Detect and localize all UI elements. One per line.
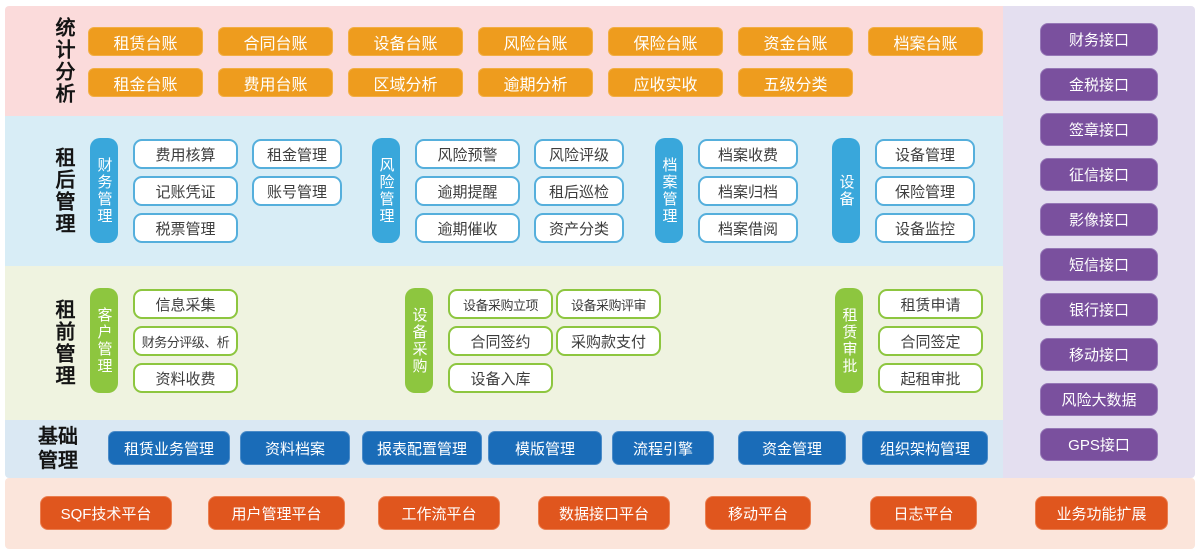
platform-item[interactable]: 用户管理平台 [208,496,345,530]
pre-lease-item[interactable]: 租赁申请 [878,289,983,319]
section-post-lease-label: 租后管理 [52,147,74,235]
stats-item[interactable]: 风险台账 [478,27,593,56]
tab-equipment-purchase[interactable]: 设备采购 [405,288,433,393]
post-lease-item[interactable]: 档案归档 [698,176,798,206]
base-item[interactable]: 租赁业务管理 [108,431,230,465]
section-base-label: 基础管理 [38,426,78,472]
platform-item[interactable]: 数据接口平台 [538,496,670,530]
pre-lease-item[interactable]: 合同签定 [878,326,983,356]
platform-item[interactable]: 业务功能扩展 [1035,496,1168,530]
post-lease-item[interactable]: 资产分类 [534,213,624,243]
pre-lease-item[interactable]: 起租审批 [878,363,983,393]
stats-item[interactable]: 档案台账 [868,27,983,56]
platform-item[interactable]: 移动平台 [705,496,811,530]
post-lease-item[interactable]: 账号管理 [252,176,342,206]
section-interfaces: 财务接口 金税接口 签章接口 征信接口 影像接口 短信接口 银行接口 移动接口 … [1003,6,1195,478]
pre-lease-item[interactable]: 采购款支付 [556,326,661,356]
base-item[interactable]: 流程引擎 [612,431,714,465]
stats-row-1: 租赁台账 合同台账 设备台账 风险台账 保险台账 资金台账 档案台账 [88,27,983,56]
interface-item[interactable]: 影像接口 [1040,203,1158,236]
section-pre-lease-label: 租前管理 [52,299,74,387]
pre-lease-item[interactable]: 财务分评级、析 [133,326,238,356]
post-lease-item[interactable]: 费用核算 [133,139,238,169]
stats-row-2: 租金台账 费用台账 区域分析 逾期分析 应收实收 五级分类 [88,68,853,97]
group-finance-mgmt: 财务管理 费用核算 租金管理 记账凭证 账号管理 税票管理 [90,138,342,243]
stats-item[interactable]: 设备台账 [348,27,463,56]
tab-finance-mgmt[interactable]: 财务管理 [90,138,118,243]
tab-risk-mgmt[interactable]: 风险管理 [372,138,400,243]
pre-lease-item[interactable]: 设备采购立项 [448,289,553,319]
section-stats-label: 统计分析 [52,17,74,105]
post-lease-item[interactable]: 逾期催收 [415,213,520,243]
pre-lease-item[interactable]: 资料收费 [133,363,238,393]
stats-item[interactable]: 逾期分析 [478,68,593,97]
stats-item[interactable]: 五级分类 [738,68,853,97]
pre-lease-item[interactable]: 合同签约 [448,326,553,356]
tab-equipment[interactable]: 设备 [832,138,860,243]
group-lease-approval: 租赁审批 租赁申请 合同签定 起租审批 [835,288,983,393]
stats-item[interactable]: 应收实收 [608,68,723,97]
pre-lease-item[interactable]: 设备入库 [448,363,553,393]
interface-item[interactable]: 短信接口 [1040,248,1158,281]
section-pre-lease: 租前管理 客户管理 信息采集 财务分评级、析 资料收费 设备采购 设备采购立项 … [5,266,1003,420]
group-customer-mgmt: 客户管理 信息采集 财务分评级、析 资料收费 [90,288,238,393]
base-item[interactable]: 报表配置管理 [362,431,482,465]
section-platforms: SQF技术平台 用户管理平台 工作流平台 数据接口平台 移动平台 日志平台 业务… [5,478,1195,549]
post-lease-item[interactable]: 租后巡检 [534,176,624,206]
post-lease-item[interactable]: 租金管理 [252,139,342,169]
group-equipment-purchase: 设备采购 设备采购立项 设备采购评审 合同签约 采购款支付 设备入库 [405,288,661,393]
post-lease-item[interactable]: 逾期提醒 [415,176,520,206]
platform-item[interactable]: 工作流平台 [378,496,500,530]
interface-item[interactable]: 风险大数据 [1040,383,1158,416]
base-item[interactable]: 资料档案 [240,431,350,465]
platform-item[interactable]: SQF技术平台 [40,496,172,530]
group-risk-mgmt: 风险管理 风险预警 风险评级 逾期提醒 租后巡检 逾期催收 资产分类 [372,138,624,243]
post-lease-item[interactable]: 档案收费 [698,139,798,169]
interface-item[interactable]: 银行接口 [1040,293,1158,326]
interface-item[interactable]: GPS接口 [1040,428,1158,461]
platform-item[interactable]: 日志平台 [870,496,977,530]
group-equipment: 设备 设备管理 保险管理 设备监控 [832,138,975,243]
interface-item[interactable]: 征信接口 [1040,158,1158,191]
stats-item[interactable]: 费用台账 [218,68,333,97]
post-lease-item[interactable]: 设备管理 [875,139,975,169]
group-archive-mgmt: 档案管理 档案收费 档案归档 档案借阅 [655,138,798,243]
base-item[interactable]: 资金管理 [738,431,846,465]
post-lease-item[interactable]: 税票管理 [133,213,238,243]
post-lease-item[interactable]: 记账凭证 [133,176,238,206]
post-lease-item[interactable]: 档案借阅 [698,213,798,243]
base-item[interactable]: 组织架构管理 [862,431,988,465]
tab-customer-mgmt[interactable]: 客户管理 [90,288,118,393]
pre-lease-item[interactable]: 信息采集 [133,289,238,319]
section-base: 基础管理 租赁业务管理 资料档案 报表配置管理 模版管理 流程引擎 资金管理 组… [5,420,1003,478]
post-lease-item[interactable]: 风险预警 [415,139,520,169]
stats-item[interactable]: 区域分析 [348,68,463,97]
pre-lease-item[interactable]: 设备采购评审 [556,289,661,319]
stats-item[interactable]: 合同台账 [218,27,333,56]
post-lease-item[interactable]: 保险管理 [875,176,975,206]
interface-item[interactable]: 财务接口 [1040,23,1158,56]
interface-item[interactable]: 金税接口 [1040,68,1158,101]
post-lease-item[interactable]: 风险评级 [534,139,624,169]
interface-item[interactable]: 签章接口 [1040,113,1158,146]
stats-item[interactable]: 租赁台账 [88,27,203,56]
section-post-lease: 租后管理 财务管理 费用核算 租金管理 记账凭证 账号管理 税票管理 风险管理 [5,116,1003,266]
stats-item[interactable]: 租金台账 [88,68,203,97]
stats-item[interactable]: 资金台账 [738,27,853,56]
section-stats: 统计分析 租赁台账 合同台账 设备台账 风险台账 保险台账 资金台账 档案台账 … [5,6,1003,116]
tab-lease-approval[interactable]: 租赁审批 [835,288,863,393]
post-lease-item[interactable]: 设备监控 [875,213,975,243]
stats-item[interactable]: 保险台账 [608,27,723,56]
tab-archive-mgmt[interactable]: 档案管理 [655,138,683,243]
interface-item[interactable]: 移动接口 [1040,338,1158,371]
base-item[interactable]: 模版管理 [488,431,602,465]
